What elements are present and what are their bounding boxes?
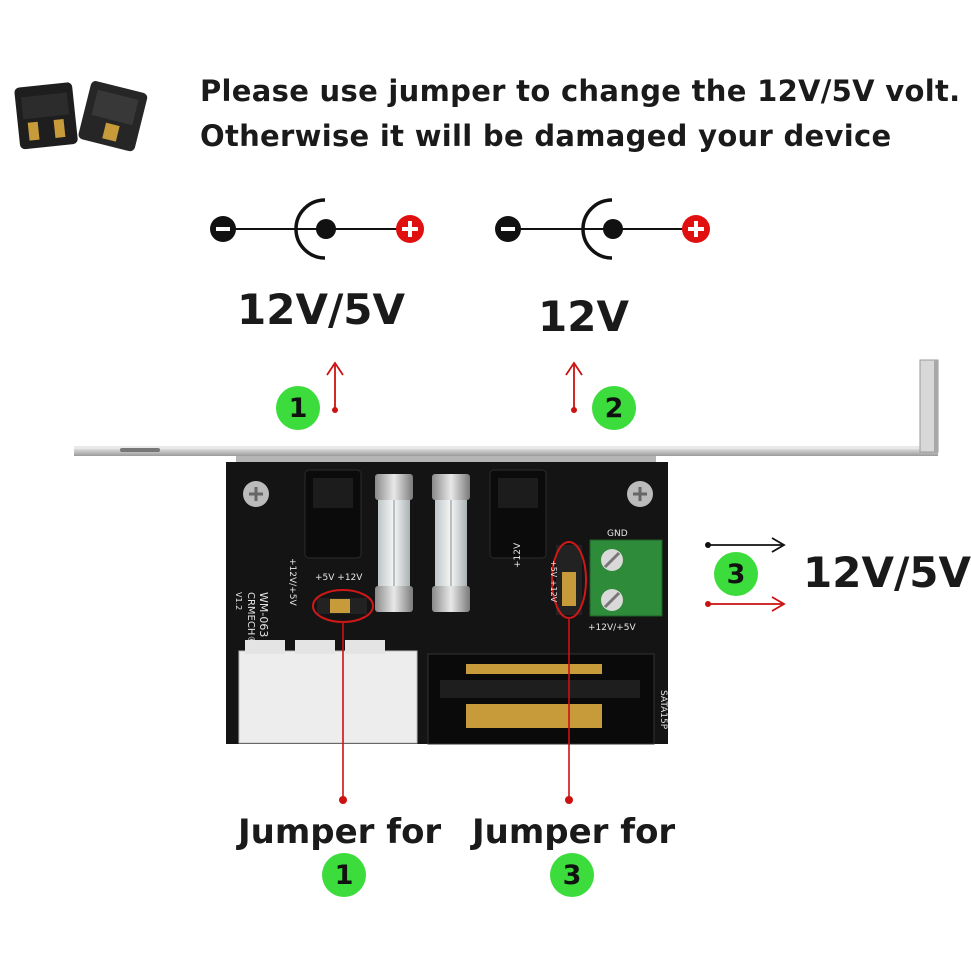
polarity-symbol-2 [495, 198, 710, 260]
output-arrow-3-red [705, 596, 786, 612]
output-1-voltage: 12V/5V [237, 285, 406, 334]
output-1-badge: 1 [276, 386, 320, 430]
jumper3-leader-line [565, 618, 573, 804]
jumper1-leader-line [339, 622, 347, 804]
pcb-board: +12V/+5V WM-063 CRMECH® V1.2 +5V +12V +1… [226, 462, 668, 745]
pcb-label-sata: SATA15P [658, 690, 668, 730]
output-3-badge: 3 [714, 552, 758, 596]
polarity-symbol-1 [210, 198, 424, 260]
output-2-voltage: 12V [538, 292, 629, 341]
pcb-version: V1.2 [234, 592, 243, 610]
pcb-label-dc1: +12V/+5V [287, 558, 297, 606]
jumper-1-label: Jumper for [238, 812, 442, 852]
pcb-label-terminal: +12V/+5V [588, 623, 636, 633]
output-arrow-1 [326, 361, 344, 413]
pcb-model: WM-063 [257, 592, 270, 637]
output-2-badge: 2 [592, 386, 636, 430]
pcb-label-dc2: +12V [513, 542, 523, 568]
pci-bracket [74, 359, 939, 464]
jumper-3-badge: 3 [550, 853, 594, 897]
notice-line-2: Otherwise it will be damaged your device [200, 119, 892, 153]
pcb-label-j3: +5V +12V [549, 560, 558, 603]
output-3-voltage: 12V/5V [803, 548, 971, 597]
jumper-1-badge: 1 [322, 853, 366, 897]
output-arrow-3-black [705, 537, 786, 553]
jumper-caps-image [14, 81, 148, 152]
pcb-label-j1: +5V +12V [315, 573, 363, 583]
output-arrow-2 [565, 361, 583, 413]
notice-line-1: Please use jumper to change the 12V/5V v… [200, 74, 961, 108]
jumper-3-label: Jumper for [472, 812, 676, 852]
pcb-brand: CRMECH® [245, 592, 256, 645]
pcb-label-gnd: GND [607, 529, 628, 539]
